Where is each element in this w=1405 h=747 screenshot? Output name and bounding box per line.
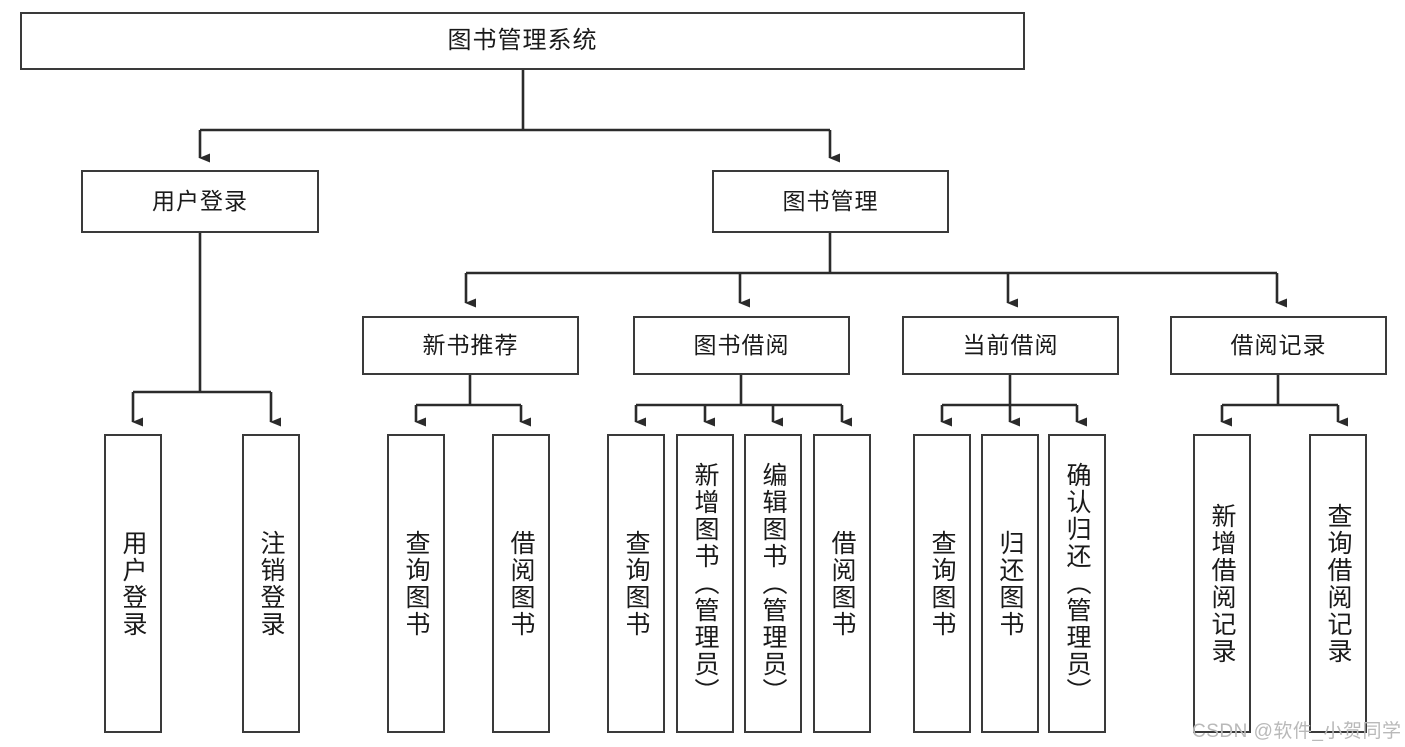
- node-label: 查询图书: [928, 529, 956, 638]
- csdn-watermark: CSDN @软件_小贺同学: [1192, 721, 1402, 742]
- leaf-query-book-current[interactable]: 查询图书: [913, 434, 971, 733]
- node-label: 图书借阅: [693, 331, 790, 358]
- node-label: 新增图书（管理员）: [691, 462, 719, 705]
- leaf-borrow-book-recommend[interactable]: 借阅图书: [492, 434, 550, 733]
- node-user-login[interactable]: 用户登录: [81, 170, 319, 233]
- leaf-return-book[interactable]: 归还图书: [981, 434, 1039, 733]
- node-label: 确认归还（管理员）: [1063, 462, 1091, 705]
- node-label: 当前借阅: [962, 331, 1059, 358]
- node-label: 查询图书: [622, 529, 650, 638]
- node-label: 新书推荐: [422, 331, 519, 358]
- leaf-confirm-return[interactable]: 确认归还（管理员）: [1048, 434, 1106, 733]
- node-label: 借阅图书: [828, 529, 856, 638]
- node-label: 借阅图书: [507, 529, 535, 638]
- leaf-query-borrow-record[interactable]: 查询借阅记录: [1309, 434, 1367, 733]
- node-root-book-management-system[interactable]: 图书管理系统: [20, 12, 1025, 70]
- leaf-add-borrow-record[interactable]: 新增借阅记录: [1193, 434, 1251, 733]
- leaf-edit-book[interactable]: 编辑图书（管理员）: [744, 434, 802, 733]
- node-label: 借阅记录: [1230, 331, 1327, 358]
- leaf-logout-login[interactable]: 注销登录: [242, 434, 300, 733]
- node-label: 用户登录: [119, 529, 147, 638]
- node-borrow-record[interactable]: 借阅记录: [1170, 316, 1387, 375]
- node-current-borrow[interactable]: 当前借阅: [902, 316, 1119, 375]
- node-book-borrow[interactable]: 图书借阅: [633, 316, 850, 375]
- node-label: 编辑图书（管理员）: [759, 462, 787, 705]
- node-label: 用户登录: [152, 187, 248, 214]
- leaf-query-book-borrow[interactable]: 查询图书: [607, 434, 665, 733]
- leaf-add-book[interactable]: 新增图书（管理员）: [676, 434, 734, 733]
- leaf-user-login[interactable]: 用户登录: [104, 434, 162, 733]
- node-label: 新增借阅记录: [1208, 502, 1236, 665]
- node-label: 查询图书: [402, 529, 430, 638]
- node-label: 图书管理系统: [447, 26, 598, 54]
- node-label: 归还图书: [996, 529, 1024, 638]
- node-label: 查询借阅记录: [1324, 502, 1352, 665]
- node-label: 注销登录: [257, 529, 285, 638]
- node-label: 图书管理: [782, 187, 879, 214]
- leaf-query-book-recommend[interactable]: 查询图书: [387, 434, 445, 733]
- node-new-book-recommend[interactable]: 新书推荐: [362, 316, 579, 375]
- node-book-manage[interactable]: 图书管理: [712, 170, 949, 233]
- leaf-borrow-book-borrow[interactable]: 借阅图书: [813, 434, 871, 733]
